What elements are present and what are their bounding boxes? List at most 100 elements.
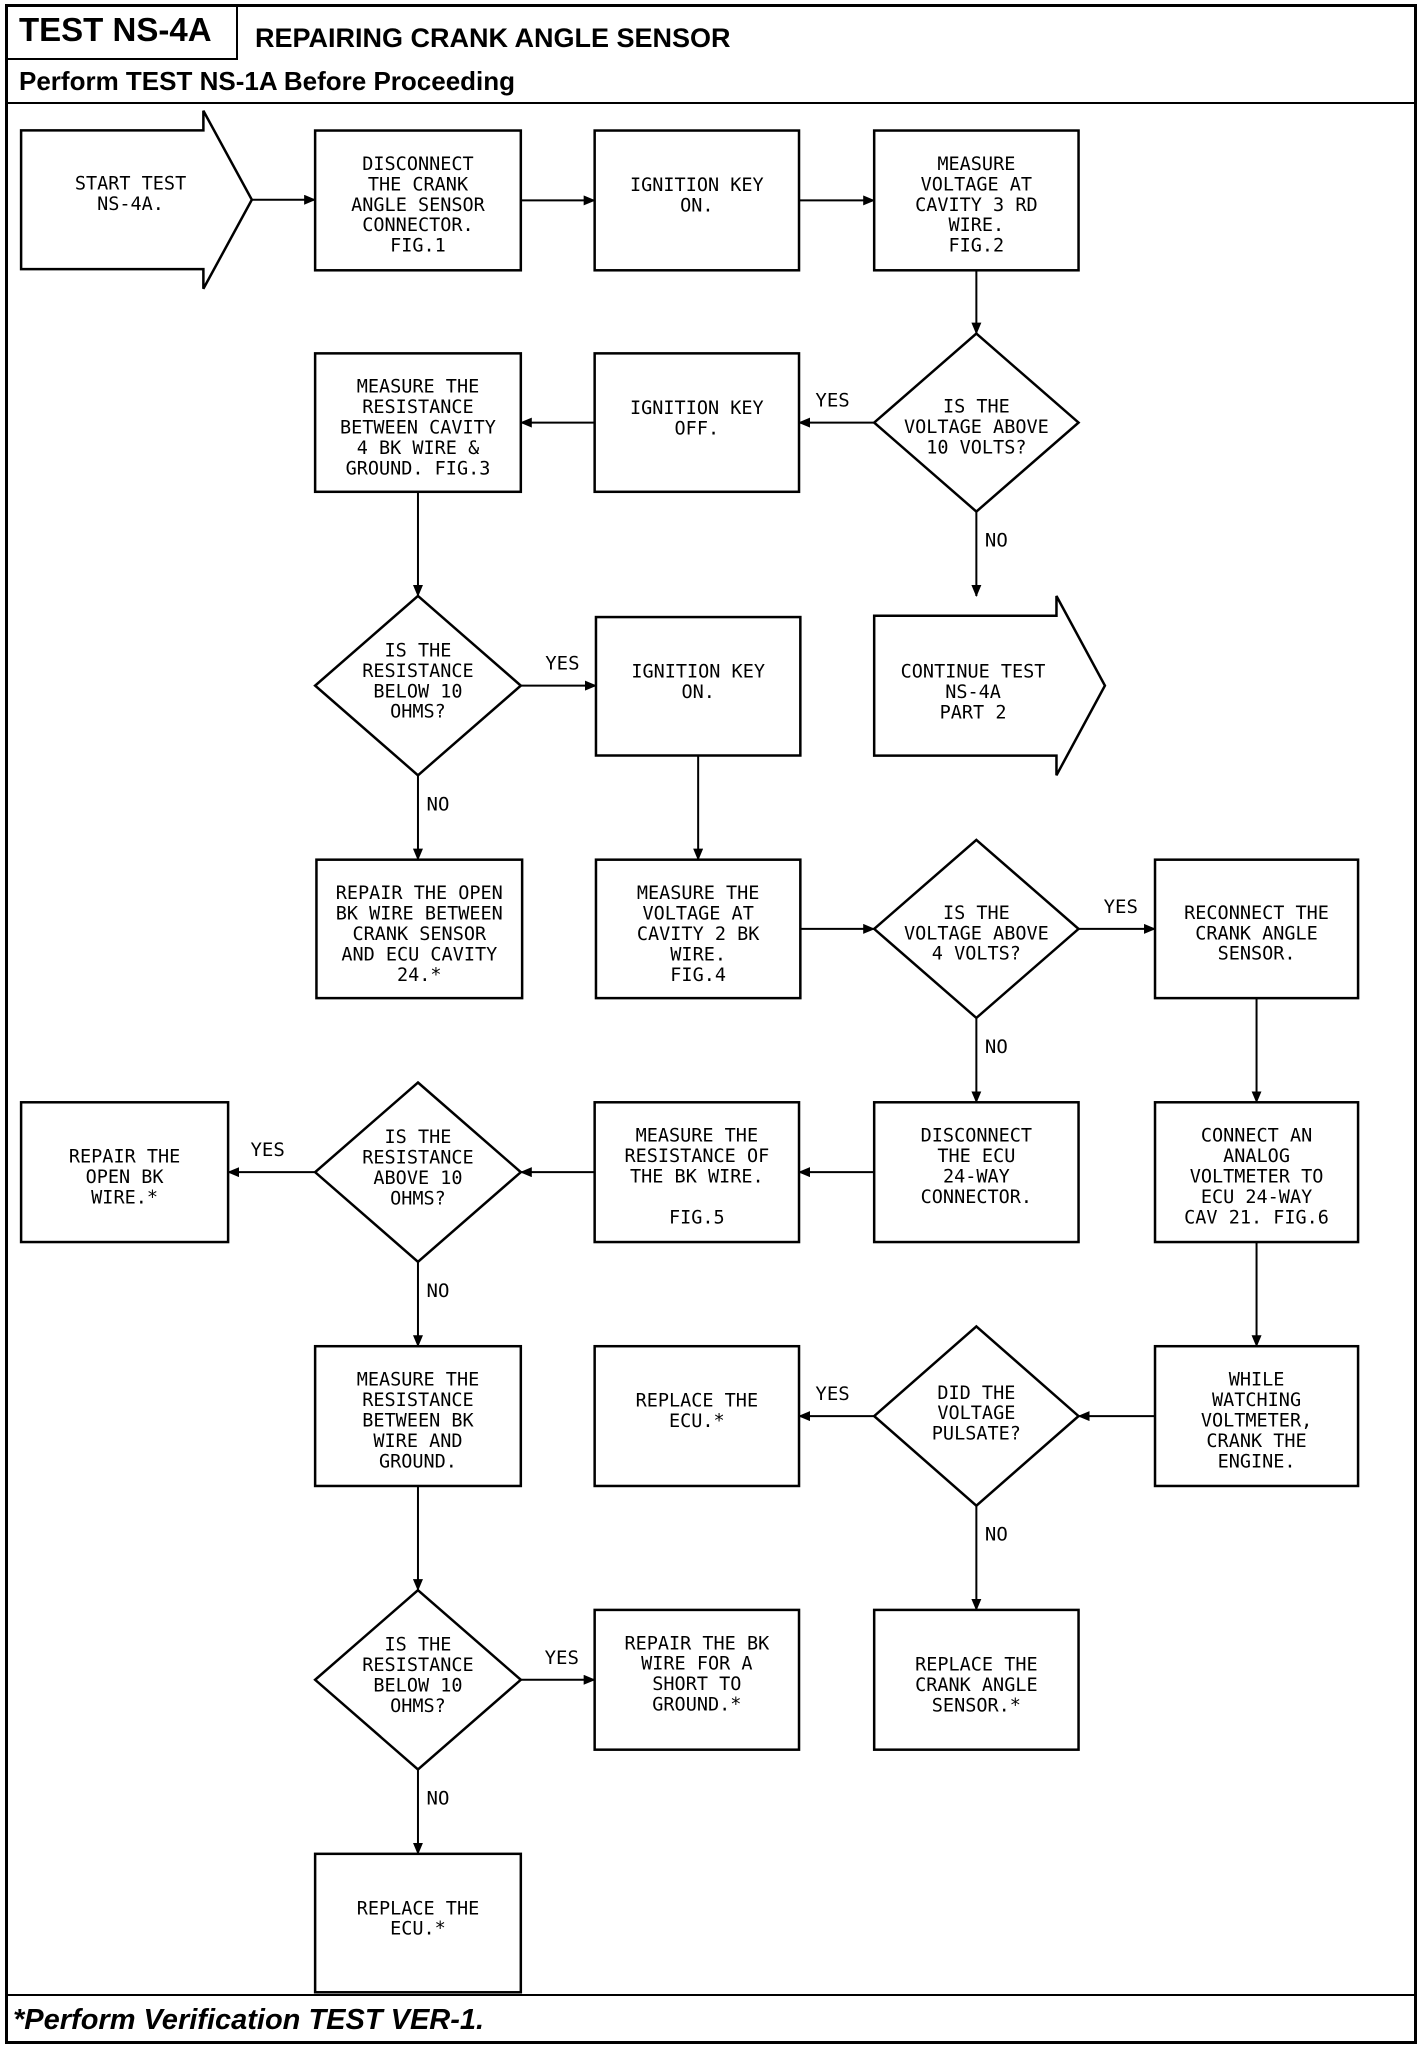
node-text-line: DISCONNECT [921,1126,1032,1147]
node-text-line: WIRE AND [373,1431,462,1452]
process-box [594,615,802,757]
node-text-line: REPLACE THE [357,1898,480,1919]
node-text-line: IS THE [385,1635,452,1656]
node-text-line: CONNECT AN [1201,1126,1312,1147]
decision-diamond [313,1588,523,1772]
edge-label-no: NO [985,1524,1008,1546]
verification-note: *Perform Verification TEST VER-1. [5,1994,1417,2044]
edge-label-yes: YES [1104,896,1138,918]
node-text-line: 24-WAY [943,1167,1010,1188]
process-box [593,352,801,494]
decision-diamond [313,1080,523,1264]
node-text-line: CONTINUE TEST [901,662,1046,683]
process-box [313,352,523,494]
process-box [1153,1344,1360,1488]
edge-label-yes: YES [545,653,579,675]
process-box [594,858,802,1000]
node-text-line: MEASURE THE [636,1126,759,1147]
node-text-line: WIRE. [949,215,1005,236]
decision-diamond [872,1324,1081,1508]
node-text-line: REPLACE THE [915,1654,1038,1675]
node-text-line: WHILE [1229,1370,1285,1391]
node-text-line: REPAIR THE OPEN [336,883,503,904]
node-text-line: ANGLE SENSOR [351,195,486,216]
process-box [593,129,801,272]
edge-label-yes: YES [250,1139,284,1161]
node-text-line: GROUND.* [652,1695,741,1716]
node-text-line: THE BK WIRE. [630,1167,764,1188]
node-text-line: 10 VOLTS? [926,437,1026,458]
node-text-line: OHMS? [390,702,446,723]
node-text-line: 4 BK WIRE & [357,438,480,459]
node-text-line: ON. [681,682,714,703]
node-text-line: IS THE [385,640,452,661]
node-text-line: VOLTMETER TO [1190,1167,1324,1188]
decision-diamond [872,838,1081,1020]
process-box [313,1344,523,1488]
node-text-line: BETWEEN BK [362,1410,474,1431]
node-text-line: FIG.5 [669,1207,725,1228]
node-text-line: IGNITION KEY [631,662,765,683]
node-text-line: IS THE [385,1127,452,1148]
node-text-line: ECU.* [390,1919,446,1940]
node-text-line: AND ECU CAVITY [341,944,497,965]
node-text-line: VOLTAGE ABOVE [904,417,1049,438]
node-text-line: PART 2 [940,702,1007,723]
node-text-line: NS-4A. [97,194,164,215]
node-text-line: PULSATE? [932,1424,1021,1445]
node-text-line: SENSOR. [1218,944,1296,965]
process-box [313,1852,523,1994]
edge-label-no: NO [427,1280,450,1302]
node-text-line: RECONNECT THE [1184,903,1329,924]
node-text-line: CRANK ANGLE [915,1675,1038,1696]
node-text-line: MEASURE THE [357,1370,480,1391]
node-text-line: BK WIRE BETWEEN [336,903,503,924]
node-text-line: VOLTAGE AT [642,903,753,924]
node-text-line: RESISTANCE [362,1147,473,1168]
page-title: REPAIRING CRANK ANGLE SENSOR [255,23,731,53]
node-text-line: GROUND. [379,1451,457,1472]
test-id: TEST NS-4A [5,4,238,60]
node-text-line: VOLTMETER, [1201,1410,1312,1431]
node-text-line: IGNITION KEY [630,175,764,196]
edge-label-yes: YES [545,1647,579,1669]
node-text-line: IGNITION KEY [630,398,764,419]
node-text-line: REPAIR THE [69,1147,180,1168]
node-text-line: RESISTANCE OF [624,1146,769,1167]
node-text-line: MEASURE THE [637,883,760,904]
node-text-line: CAVITY 2 BK [637,924,760,945]
node-text-line: MEASURE THE [357,377,480,398]
node-text-line: ABOVE 10 [373,1168,462,1189]
process-box [872,1101,1080,1244]
node-text-line: VOLTAGE AT [921,174,1032,195]
edge-label-no: NO [985,530,1008,552]
node-text-line: 4 VOLTS? [932,944,1021,965]
node-text-line: RESISTANCE [362,1655,473,1676]
node-text-line: GROUND. FIG.3 [346,458,491,479]
process-box [593,1344,801,1488]
edge-label-no: NO [427,1787,450,1809]
node-text-line: CAVITY 3 RD [915,195,1038,216]
node-text-line: BETWEEN CAVITY [340,418,496,439]
node-text-line: START TEST [75,174,186,195]
process-box [313,129,523,272]
node-text-line: WIRE FOR A [641,1654,752,1675]
node-text-line: 24.* [397,965,442,986]
